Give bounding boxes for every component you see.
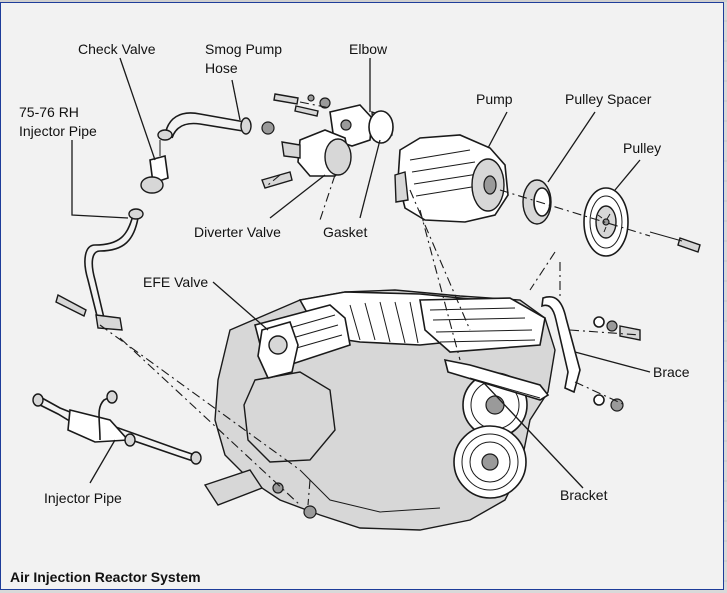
label-injector-pipe: Injector Pipe: [44, 490, 122, 506]
label-rh-injector-pipe-line2: Injector Pipe: [19, 123, 97, 139]
check-valve: [140, 129, 173, 194]
diagram-caption: Air Injection Reactor System: [10, 569, 201, 585]
label-bracket: Bracket: [560, 487, 608, 503]
label-brace: Brace: [653, 364, 690, 380]
pulley: [583, 187, 629, 257]
assembly-lines: [99, 101, 651, 506]
label-check-valve: Check Valve: [78, 41, 156, 57]
label-efe-valve: EFE Valve: [143, 274, 208, 290]
injector-pipe: [32, 390, 202, 465]
bracket: [443, 358, 550, 401]
label-elbow: Elbow: [349, 41, 388, 57]
label-pulley-spacer: Pulley Spacer: [565, 91, 652, 107]
brace: [541, 296, 641, 412]
pulley-bolt: [649, 231, 701, 253]
gasket: [368, 110, 394, 144]
label-smog-pump-hose-line1: Smog Pump: [205, 41, 282, 57]
label-gasket: Gasket: [323, 224, 367, 240]
label-diverter-valve: Diverter Valve: [194, 224, 281, 240]
elbow-bolts: [273, 93, 331, 117]
label-pulley: Pulley: [623, 140, 661, 156]
leader-lines: [71, 57, 651, 489]
pulley-spacer: [522, 179, 552, 225]
label-rh-injector-pipe-line1: 75-76 RH: [19, 104, 79, 120]
label-smog-pump-hose-line2: Hose: [205, 60, 238, 76]
rh-injector-pipe: [55, 208, 144, 331]
label-pump: Pump: [476, 91, 513, 107]
labels: Check Valve Smog Pump Hose Elbow Pump Pu…: [10, 41, 690, 585]
air-pump: [394, 134, 509, 223]
engine-block: [203, 289, 556, 531]
smog-pump-hose: [164, 112, 275, 139]
